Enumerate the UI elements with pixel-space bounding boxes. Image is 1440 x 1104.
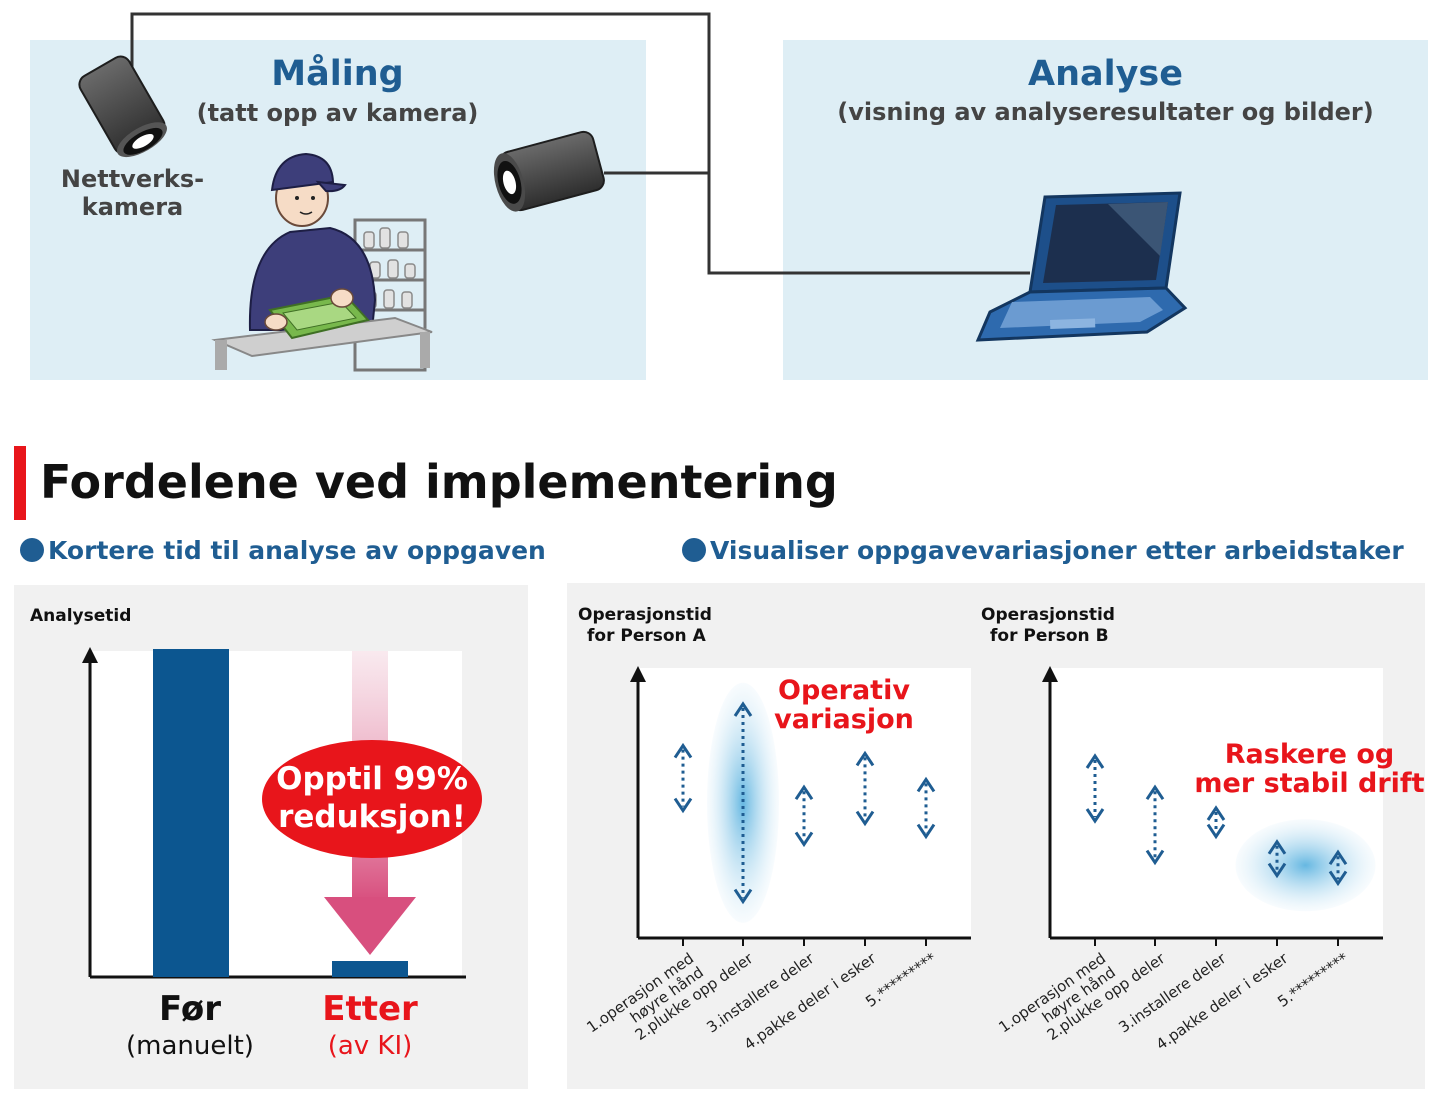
person-a-ylabel: Operasjonstid for Person A	[578, 605, 712, 647]
reduction-line1: Opptil 99%	[276, 761, 468, 797]
analysis-title: Analyse	[1027, 54, 1183, 94]
right-subheading: Visualiser oppgavevariasjoner etter arbe…	[682, 534, 1404, 568]
bullet-icon	[20, 538, 44, 562]
person-a-ylabel-line2: for Person A	[587, 626, 706, 646]
analysis-time-ylabel: Analysetid	[30, 606, 132, 626]
worker-illustration	[211, 152, 433, 372]
y-axis-arrow	[82, 647, 98, 663]
person-b-ylabel-line1: Operasjonstid	[981, 605, 1115, 625]
network-cable	[130, 12, 1030, 275]
person-a-ylabel-line1: Operasjonstid	[578, 605, 712, 625]
benefits-heading: Fordelene ved implementering	[40, 455, 838, 509]
analysis-subtitle: (visning av analyseresultater og bilder)	[837, 98, 1374, 126]
reduction-arrow-head	[324, 897, 416, 955]
camera-label-line2: kamera	[81, 193, 184, 221]
right-subheading-text: Visualiser oppgavevariasjoner etter arbe…	[710, 536, 1404, 565]
laptop-icon	[975, 191, 1188, 342]
highlight-glow	[707, 682, 779, 923]
bar-after	[332, 961, 408, 977]
plot-area	[638, 668, 971, 938]
category-after-label: Etter	[322, 989, 418, 1029]
measurement-subtitle: (tatt opp av kamera)	[196, 99, 479, 127]
range-arrow	[1328, 849, 1348, 887]
y-axis-arrow	[1042, 666, 1058, 682]
person-b-ylabel: Operasjonstid for Person B	[981, 605, 1115, 647]
range-arrow	[1206, 805, 1226, 840]
reduction-line2: reduksjon!	[278, 799, 466, 835]
heading-accent-bar	[14, 446, 26, 520]
network-diagram	[30, 12, 1428, 380]
category-before-label: Før	[159, 989, 221, 1029]
person-a-chart	[630, 666, 971, 946]
measurement-title: Måling	[271, 54, 404, 94]
person-a-annotation-line2: variasjon	[774, 704, 914, 735]
camera-label-line1: Nettverks-	[60, 165, 205, 193]
bullet-icon	[682, 538, 706, 562]
person-b-chart	[1042, 666, 1383, 946]
range-arrow	[794, 784, 814, 848]
person-b-annotation-line2: mer stabil drift	[1194, 768, 1425, 799]
person-b-annotation-line1: Raskere og	[1224, 739, 1395, 770]
category-after-note: (av KI)	[327, 1031, 413, 1061]
bar-before	[153, 649, 229, 977]
left-subheading-text: Kortere tid til analyse av oppgaven	[48, 536, 546, 565]
camera-label: Nettverks- kamera	[40, 165, 225, 221]
range-arrow	[673, 742, 693, 814]
range-arrow	[916, 776, 936, 840]
left-subheading: Kortere tid til analyse av oppgaven	[20, 534, 546, 568]
range-arrow	[733, 701, 753, 905]
person-b-ylabel-line2: for Person B	[990, 626, 1109, 646]
range-arrow	[1085, 753, 1105, 824]
range-arrow	[855, 750, 875, 827]
highlight-glow	[1235, 819, 1376, 912]
range-arrow	[1145, 784, 1165, 866]
network-camera-icon	[78, 55, 167, 158]
category-before-note: (manuelt)	[126, 1031, 254, 1061]
range-arrow	[1267, 839, 1287, 879]
person-a-annotation: Operativ variasjon	[764, 676, 924, 734]
y-axis-arrow	[630, 666, 646, 682]
person-b-annotation: Raskere og mer stabil drift	[1192, 740, 1427, 798]
network-camera-icon	[493, 130, 605, 212]
reduction-bubble: Opptil 99% reduksjon!	[262, 740, 482, 858]
person-a-annotation-line1: Operativ	[778, 675, 910, 706]
